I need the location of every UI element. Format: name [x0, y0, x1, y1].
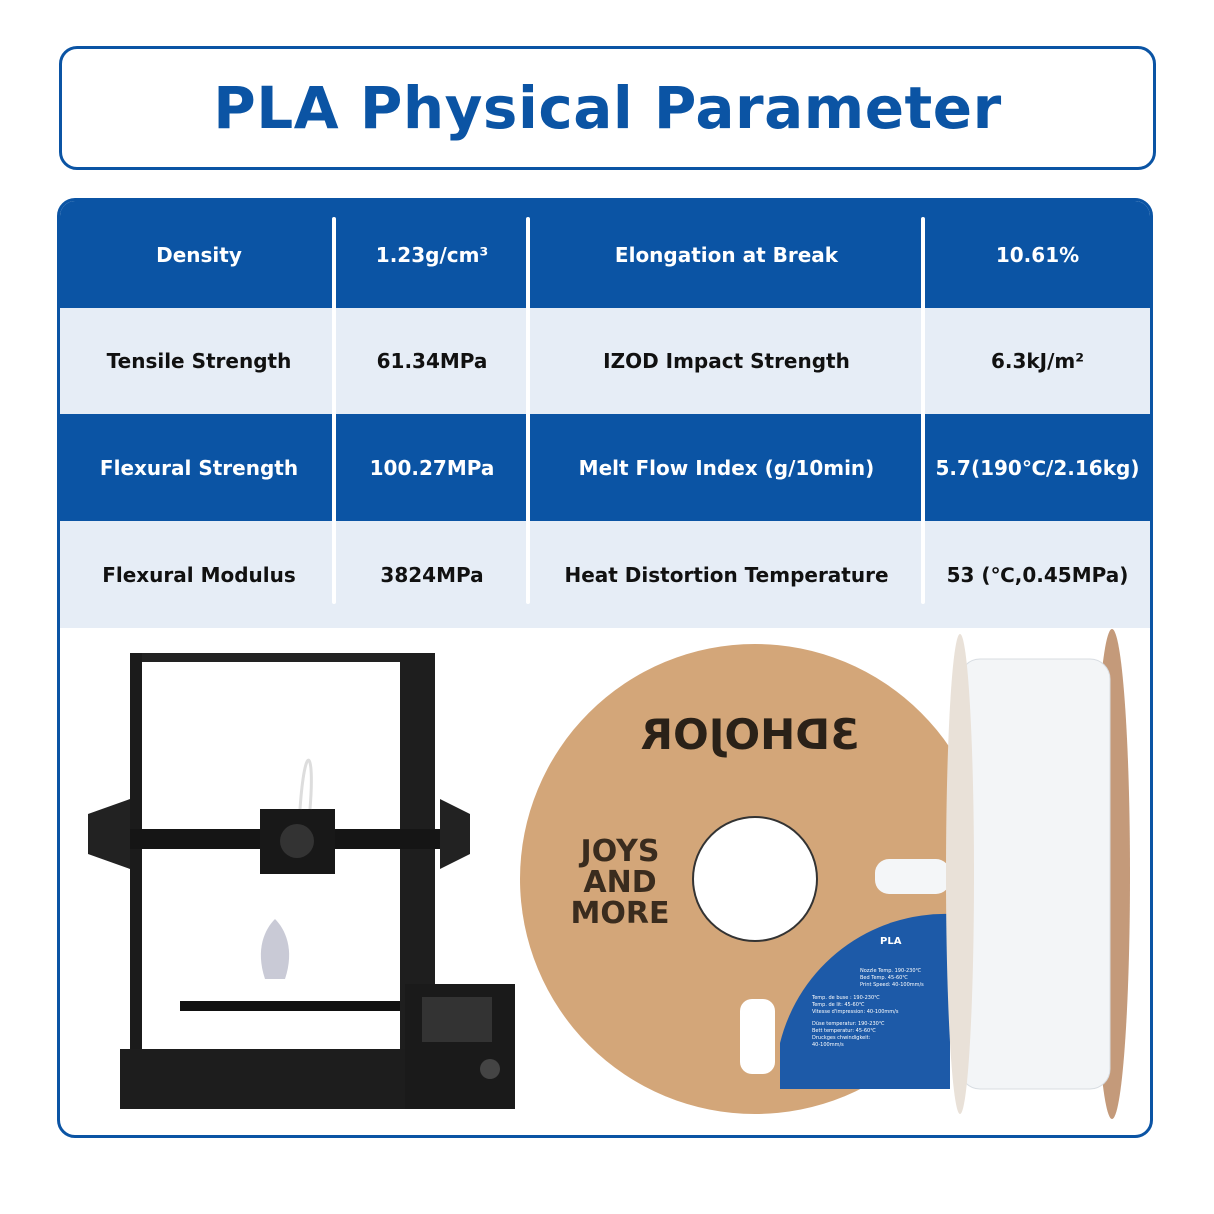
- table-row: Density 1.23g/cm³ Elongation at Break 10.61…: [60, 201, 1150, 308]
- label-text: Düse temperatur: 190-230℃: [812, 1021, 885, 1027]
- parameter-name: Elongation at Break: [614, 242, 839, 267]
- table-row: Tensile Strength 61.34MPa IZOD Impact Stre…: [60, 308, 1150, 414]
- label-text: Nozzle Temp. 190-230℃: [860, 968, 921, 974]
- parameter-value: 100.27MPa: [369, 455, 495, 480]
- parameter-panel: Density 1.23g/cm³ Elongation at Break 10.61…: [57, 198, 1153, 1138]
- label-text: Temp. de buse : 190-230℃: [811, 995, 880, 1001]
- parameter-value: 3824MPa: [380, 562, 484, 587]
- parameter-name: Tensile Strength: [106, 349, 292, 373]
- label-material: PLA: [880, 936, 902, 947]
- slogan-line: JOYS: [579, 834, 660, 869]
- product-images: 3DHOJOR JOYS AND MORE PLA Nozzle Temp. 1…: [60, 629, 1150, 1135]
- parameter-name: Density: [156, 242, 242, 267]
- brand-logo: 3DHOJOR: [641, 710, 860, 759]
- slogan-line: AND: [583, 865, 656, 900]
- label-text: Vitesse d'impression: 40-100mm/s: [812, 1009, 899, 1015]
- parameter-value: 10.61%: [995, 242, 1080, 267]
- filament-spool-image: 3DHOJOR JOYS AND MORE PLA Nozzle Temp. 1…: [520, 629, 1130, 1119]
- parameter-name: Heat Distortion Temperature: [564, 562, 889, 587]
- label-text: Bett temperatur: 45-60℃: [812, 1028, 876, 1034]
- column-divider: [332, 217, 336, 604]
- parameter-value: 61.34MPa: [376, 349, 488, 373]
- slogan-line: MORE: [571, 896, 670, 931]
- title-banner: PLA Physical Parameter: [59, 46, 1156, 170]
- parameter-name: Flexural Modulus: [102, 562, 296, 587]
- parameter-name: IZOD Impact Strength: [603, 349, 850, 373]
- label-text: Bed Temp. 45-60℃: [860, 975, 908, 981]
- parameter-value: 53 (℃,0.45MPa): [946, 562, 1129, 587]
- parameter-value: 5.7(190℃/2.16kg): [935, 455, 1140, 480]
- label-text: Temp. de lit: 45-60℃: [811, 1002, 865, 1008]
- column-divider: [526, 217, 530, 604]
- label-text: Druckges chwindigkeit:: [812, 1035, 871, 1041]
- parameter-name: Flexural Strength: [99, 455, 299, 480]
- parameter-value: 6.3kJ/m²: [990, 349, 1085, 373]
- label-text: Print Speed: 40-100mm/s: [860, 982, 924, 988]
- 3d-printer-image: [88, 653, 515, 1109]
- label-text: 40-100mm/s: [812, 1042, 844, 1048]
- parameter-value: 1.23g/cm³: [375, 242, 489, 267]
- column-divider: [921, 217, 925, 604]
- table-row: Flexural Modulus 3824MPa Heat Distortion T…: [60, 521, 1150, 628]
- parameter-name: Melt Flow Index (g/10min): [578, 455, 875, 480]
- table-row: Flexural Strength 100.27MPa Melt Flow Inde…: [60, 414, 1150, 521]
- page-title: PLA Physical Parameter: [213, 74, 1002, 142]
